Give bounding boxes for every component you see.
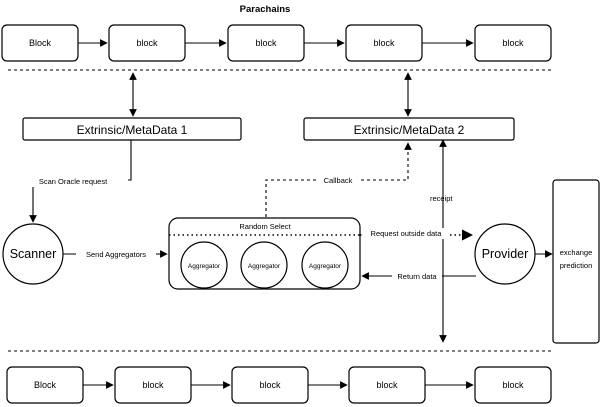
bottom-block-5-label: block xyxy=(502,380,524,390)
callback-label-bg xyxy=(318,174,358,186)
bottom-block-5: block xyxy=(474,366,552,404)
extrinsic-1-label: Extrinsic/MetaData 1 xyxy=(77,123,188,137)
send-label-bg xyxy=(76,248,156,260)
random-select-group: Random Select Aggregator Aggregator Aggr… xyxy=(168,217,361,290)
random-select-label: Random Select xyxy=(239,222,291,231)
exchange-label: exchange xyxy=(560,248,593,257)
bottom-block-3-label: block xyxy=(259,380,281,390)
diagram-title: Parachains xyxy=(240,4,291,15)
extrinsic-2-box: Extrinsic/MetaData 2 xyxy=(303,117,515,141)
request-label-bg xyxy=(364,228,448,239)
bottom-block-1: Block xyxy=(6,366,84,404)
top-block-row: Block block block block block xyxy=(1,24,552,62)
aggregator-3: Aggregator xyxy=(301,241,349,289)
request-outside-data-label: Request outside data xyxy=(371,229,443,238)
extrinsic-1-box: Extrinsic/MetaData 1 xyxy=(22,117,242,141)
scanner-node: Scanner xyxy=(2,223,64,285)
top-block-4-label: block xyxy=(373,38,395,48)
top-block-3: block xyxy=(227,24,305,62)
return-label-bg xyxy=(392,270,442,282)
top-block-1-label: Block xyxy=(29,38,52,48)
bottom-block-row: Block block block block block xyxy=(6,366,552,404)
top-block-5: block xyxy=(474,24,552,62)
top-block-3-label: block xyxy=(255,38,277,48)
provider-label: Provider xyxy=(482,247,529,261)
aggregator-2-label: Aggregator xyxy=(248,263,281,270)
scan-oracle-request-label: Scan Oracle request xyxy=(39,177,108,186)
callback-label: Callback xyxy=(324,176,353,185)
top-block-2-label: block xyxy=(136,38,158,48)
provider-node: Provider xyxy=(474,223,536,285)
aggregator-2: Aggregator xyxy=(240,241,288,289)
bottom-block-2-label: block xyxy=(142,380,164,390)
bottom-block-2: block xyxy=(114,366,192,404)
return-data-label: Return data xyxy=(397,272,437,281)
bottom-block-4: block xyxy=(348,366,426,404)
top-block-2: block xyxy=(108,24,186,62)
prediction-label: prediction xyxy=(560,261,593,270)
aggregator-1: Aggregator xyxy=(180,241,228,289)
top-block-1: Block xyxy=(1,24,79,62)
bottom-block-4-label: block xyxy=(376,380,398,390)
scanner-label: Scanner xyxy=(10,247,57,261)
top-block-5-label: block xyxy=(502,38,524,48)
send-aggregators-label: Send Aggregators xyxy=(86,250,146,259)
bottom-block-3: block xyxy=(231,366,309,404)
aggregator-1-label: Aggregator xyxy=(188,263,221,270)
top-block-4: block xyxy=(345,24,423,62)
extrinsic-2-label: Extrinsic/MetaData 2 xyxy=(354,123,465,137)
receipt-label: receipt xyxy=(430,194,453,203)
bottom-block-1-label: Block xyxy=(34,380,57,390)
aggregator-3-label: Aggregator xyxy=(309,263,342,270)
exchange-prediction-box: exchange prediction xyxy=(552,179,600,344)
scan-label-bg xyxy=(18,175,128,187)
